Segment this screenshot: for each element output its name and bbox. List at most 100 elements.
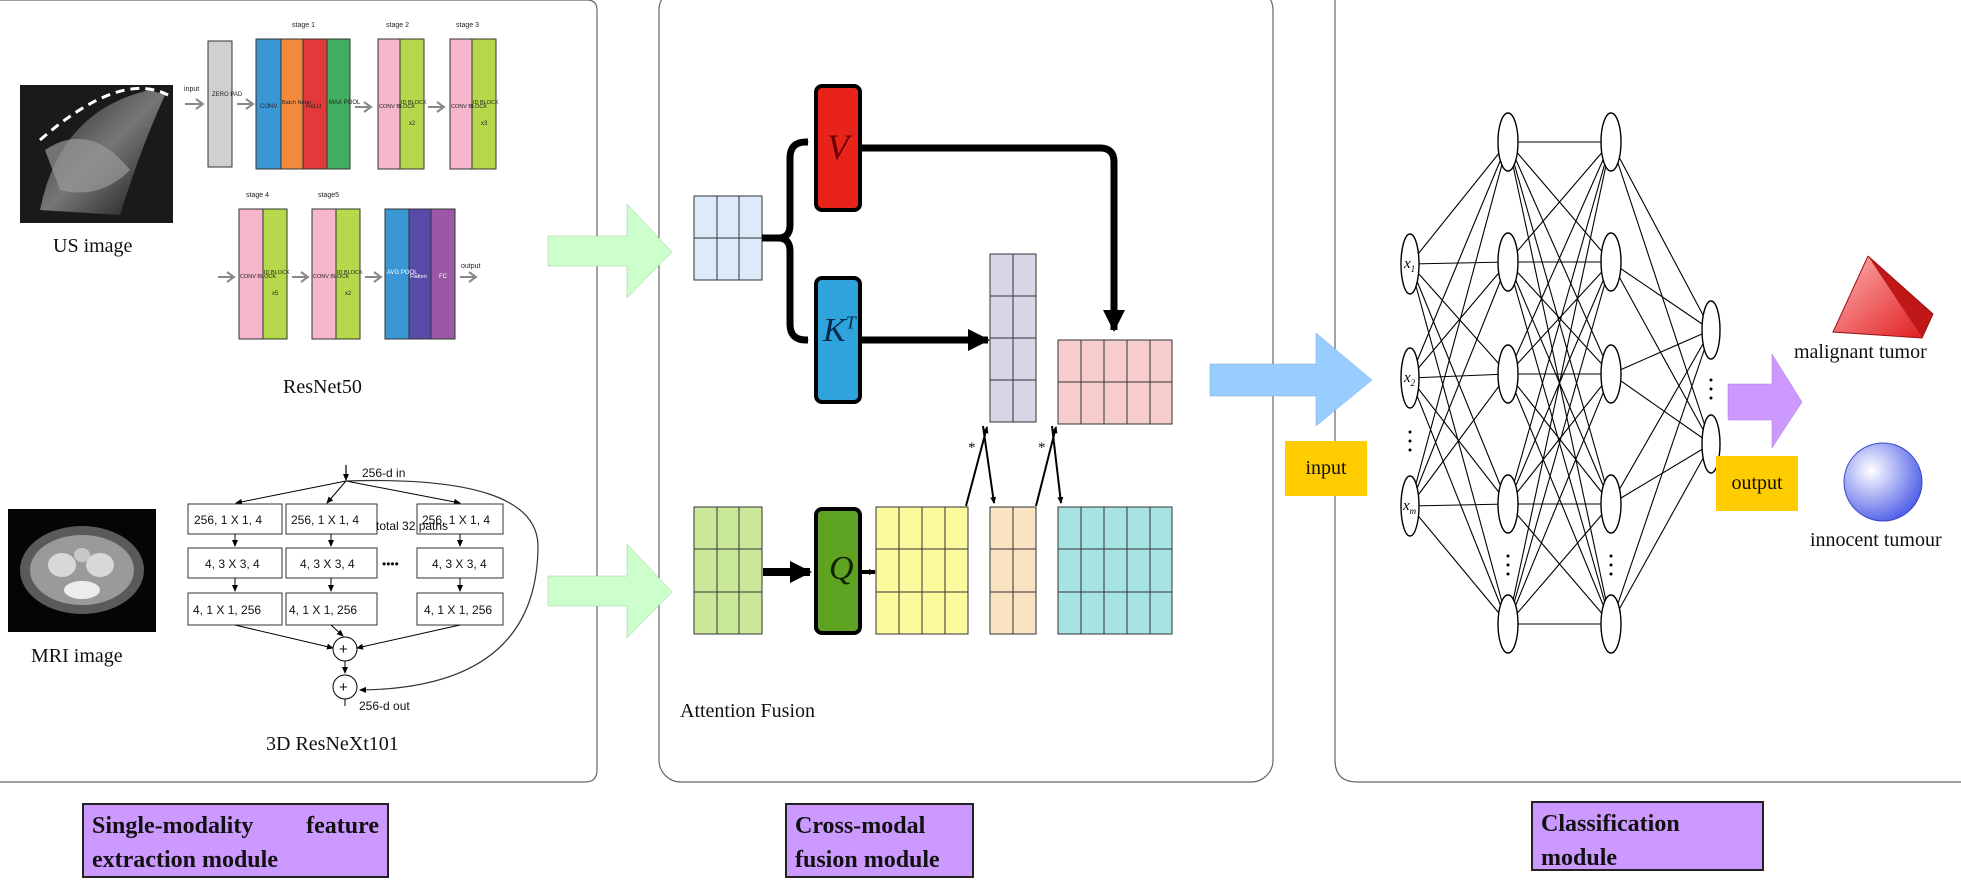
path1-row3-text: 4, 1 X 1, 256 — [193, 603, 261, 617]
classifier-output-badge: output — [1716, 456, 1798, 511]
hidden2-node-2 — [1600, 232, 1622, 292]
s3-x3-text: x3 — [481, 121, 488, 127]
s4-id-block-text: ID BLOCK — [264, 270, 290, 276]
s4-conv-block-text: CONV BLOCK — [240, 274, 276, 280]
attention-weight-matrix — [989, 506, 1037, 635]
v-block-label: V — [827, 127, 849, 167]
extraction-module-caption: Single-modality feature extraction modul… — [82, 803, 389, 878]
extraction-panel — [0, 0, 598, 783]
path1-row1-text: 256, 1 X 1, 4 — [194, 513, 262, 527]
mri-feature-grid — [693, 506, 763, 635]
batch-norm-text: Batch Norm — [282, 100, 311, 106]
resnext-in-text: 256-d in — [362, 466, 405, 480]
fused-to-classifier-arrow — [1209, 332, 1373, 427]
output-node-1 — [1701, 300, 1721, 360]
fusion-panel — [658, 0, 1274, 783]
k-block-label: KT — [823, 312, 856, 349]
hidden1-node-4 — [1497, 474, 1519, 534]
malignant-pyramid-icon — [1832, 255, 1934, 339]
resnext-diagram: 256-d in 256-d out 256, 1 X 1, 4 4, 3 X … — [187, 465, 539, 713]
stage5-text: stage5 — [318, 192, 339, 199]
relu-text: ReLU — [306, 104, 321, 110]
path1-row2-text: 4, 3 X 3, 4 — [205, 557, 260, 571]
flatten-text: Flatten — [410, 274, 427, 280]
output-node-2 — [1701, 414, 1721, 474]
mri-image — [8, 509, 156, 632]
classification-module-caption: Classification module — [1531, 801, 1764, 871]
edges-h1-h2 — [1507, 141, 1612, 625]
attention-fusion-label: Attention Fusion — [680, 700, 816, 722]
path3-row3-text: 4, 1 X 1, 256 — [424, 603, 492, 617]
s2-x2-text: x2 — [409, 121, 416, 127]
s5-conv-block-text: CONV BLOCK — [313, 274, 349, 280]
plus-sum-2: + — [339, 679, 348, 696]
us-image-label: US image — [53, 235, 133, 257]
resnet50-label: ResNet50 — [283, 376, 362, 398]
xm-node-label: xm — [1402, 498, 1417, 516]
path2-row2-text: 4, 3 X 3, 4 — [300, 557, 355, 571]
x2-node-label: x2 — [1403, 370, 1416, 388]
hidden2-node-5 — [1600, 594, 1622, 654]
classification-panel — [1334, 0, 1961, 783]
stage3-text: stage 3 — [456, 22, 479, 29]
input-node-2 — [1400, 347, 1420, 409]
hidden1-node-1 — [1497, 112, 1519, 172]
stage4-text: stage 4 — [246, 192, 269, 199]
innocent-sphere-icon — [1843, 442, 1923, 522]
edges-input-h1 — [1409, 141, 1509, 625]
edges-h2-output — [1610, 141, 1712, 625]
s5-id-block-text: ID BLOCK — [337, 270, 363, 276]
relu-block — [302, 38, 328, 170]
path2-row1-text: 256, 1 X 1, 4 — [291, 513, 359, 527]
s2-conv-block-text: CONV BLOCK — [379, 104, 415, 110]
max-pool-block — [326, 38, 351, 170]
stage1-text: stage 1 — [292, 22, 315, 29]
zero-pad-block — [207, 40, 233, 168]
star-operator-2: * — [1038, 440, 1046, 456]
mri-image-label: MRI image — [31, 645, 123, 667]
total-paths-line1: total 32 paths — [376, 519, 448, 533]
q-block-label: Q — [829, 550, 854, 587]
resnet50-diagram: input output stage 1 stage 2 stage 3 sta… — [184, 22, 499, 340]
v-result-matrix — [1057, 339, 1173, 425]
classifier-input-badge: input — [1285, 441, 1367, 496]
hidden1-node-3 — [1497, 344, 1519, 404]
classifier-output-arrow — [1727, 353, 1803, 449]
network-ellipsis — [1408, 378, 1713, 576]
innocent-tumour-label: innocent tumour — [1810, 529, 1942, 551]
us-feature-grid — [693, 195, 763, 281]
x1-node-label: x1 — [1403, 256, 1415, 274]
input-node-m — [1400, 475, 1420, 537]
hidden2-node-1 — [1600, 112, 1622, 172]
plus-sum-1: + — [339, 641, 348, 658]
conv-text: CONV — [260, 104, 277, 110]
resnext-out-text: 256-d out — [359, 699, 410, 713]
us-feature-arrow — [547, 203, 673, 299]
fc-text: FC — [439, 274, 448, 280]
hidden2-node-4 — [1600, 474, 1622, 534]
input-node-1 — [1400, 233, 1420, 295]
fused-output-matrix — [1057, 506, 1173, 635]
s3-conv-block-text: CONV BLOCK — [451, 104, 487, 110]
path2-row3-text: 4, 1 X 1, 256 — [289, 603, 357, 617]
paths-dots-text: •••• — [382, 557, 399, 571]
path3-row2-text: 4, 3 X 3, 4 — [432, 557, 487, 571]
avg-pool-text: AVG POOL — [387, 270, 418, 276]
q-result-matrix — [875, 506, 969, 635]
s5-x2-text: x2 — [345, 291, 352, 297]
us-image — [20, 85, 173, 223]
neural-network — [1400, 112, 1721, 654]
hidden1-node-5 — [1497, 594, 1519, 654]
malignant-tumor-label: malignant tumor — [1794, 341, 1927, 363]
fusion-diagram — [693, 84, 1173, 635]
stage2-text: stage 2 — [386, 22, 409, 29]
mri-feature-arrow — [547, 543, 673, 639]
hidden2-node-3 — [1600, 344, 1622, 404]
max-pool-text: MAX POOL — [329, 100, 361, 106]
hidden1-node-2 — [1497, 232, 1519, 292]
resnet-output-text: output — [461, 263, 481, 270]
s3-id-block-text: ID BLOCK — [473, 100, 499, 106]
s4-x5-text: x5 — [272, 291, 279, 297]
resnet-input-text: input — [184, 86, 199, 93]
